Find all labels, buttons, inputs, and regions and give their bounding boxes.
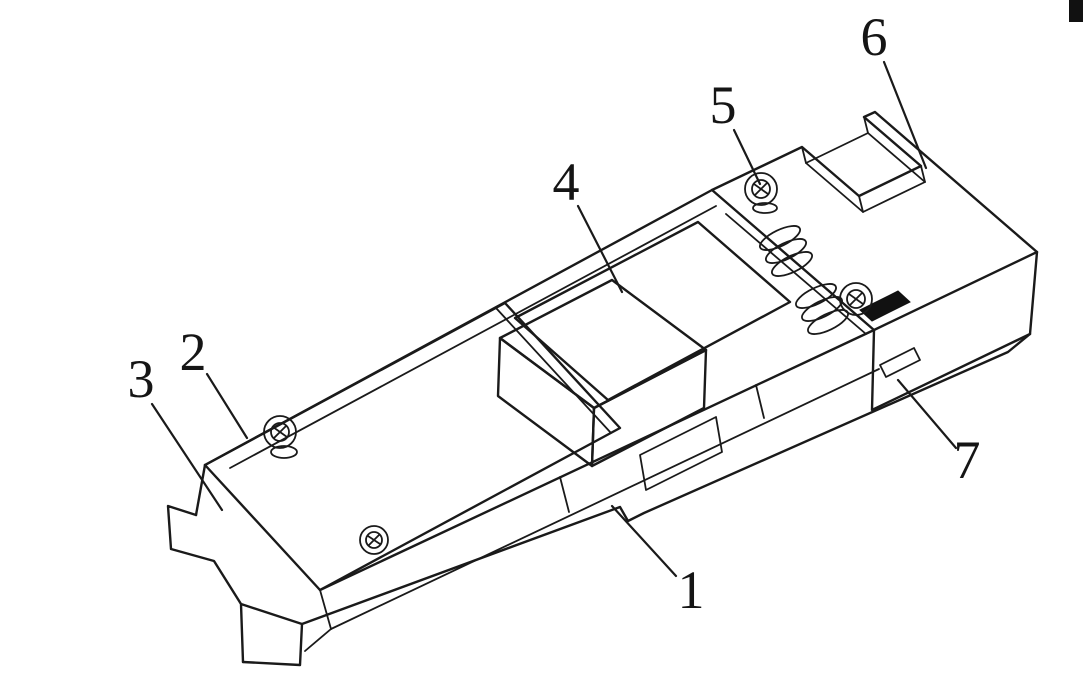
- module-assembly-drawing: [166, 110, 1039, 667]
- front-rim-edge: [318, 328, 876, 592]
- screw-left-upper: [263, 415, 298, 459]
- screw-inner-ring: [365, 531, 383, 549]
- spring-coil: [795, 283, 837, 309]
- spring-coil: [765, 238, 807, 264]
- base-left-face-line: [304, 628, 332, 652]
- callout-3-leader: [150, 402, 224, 512]
- screw-outer-ring: [263, 415, 297, 449]
- callout-5-leader: [732, 128, 762, 186]
- back-top-edge-inner-lip: [229, 205, 717, 469]
- screw-cross-mark: [367, 534, 381, 546]
- center-block-left-face: [496, 336, 596, 468]
- callout-7-leader: [896, 378, 958, 450]
- callout-leaders: [150, 60, 958, 578]
- callout-2-leader: [205, 372, 249, 440]
- callout-labels: 1 2 3 4 5 6 7: [128, 7, 981, 620]
- screw-cross-mark: [753, 182, 769, 196]
- front-band-recess: [639, 416, 723, 491]
- spring-coil: [759, 225, 801, 251]
- slot-shadow-fill: [859, 290, 911, 322]
- flat-top-surface: [513, 220, 792, 402]
- callout-4-leader: [576, 204, 624, 294]
- callout-5-label: 5: [710, 75, 737, 135]
- cropped-edge-artifact: [1069, 0, 1083, 22]
- callout-1-label: 1: [678, 560, 705, 620]
- front-band-lower-edge: [330, 368, 880, 630]
- end-housing-right-face: [870, 250, 1039, 412]
- screw-washer: [752, 202, 778, 214]
- callout-7-label: 7: [954, 430, 981, 490]
- base-bottom-silhouette: [241, 332, 1032, 667]
- callout-4-label: 4: [553, 152, 580, 212]
- screw-outer-ring: [839, 282, 873, 316]
- base-left-foot-tabs: [166, 504, 304, 664]
- end-housing-top-face: [710, 110, 1039, 332]
- screw-washer: [270, 445, 298, 459]
- screw-inner-ring: [751, 179, 771, 199]
- cover-plate: [203, 301, 622, 592]
- callout-2-label: 2: [180, 322, 207, 382]
- screw-right-upper: [744, 172, 778, 214]
- end-housing-cavity-line: [725, 213, 867, 335]
- screw-outer-ring: [744, 172, 778, 206]
- spring-coil: [807, 309, 849, 335]
- callout-6-label: 6: [861, 7, 888, 67]
- screw-right-lower: [839, 282, 873, 316]
- screw-cross-mark: [848, 292, 864, 306]
- spring-coil: [801, 296, 843, 322]
- center-block-top: [498, 278, 708, 410]
- end-housing-notch-edges: [801, 116, 926, 213]
- coil-spring-lower: [795, 283, 849, 335]
- callout-6-leader: [882, 60, 928, 170]
- callout-1-leader: [610, 504, 678, 578]
- screw-cross-mark: [272, 425, 288, 439]
- spring-coil: [771, 251, 813, 277]
- front-band-ticks: [319, 384, 765, 630]
- center-block-front-face: [590, 348, 708, 468]
- coil-spring-upper: [759, 225, 813, 277]
- screw-left-lower: [359, 525, 389, 555]
- callout-3-label: 3: [128, 349, 155, 409]
- latch-slot: [879, 347, 921, 378]
- screw-inner-ring: [846, 289, 866, 309]
- screw-outer-ring: [359, 525, 389, 555]
- base-left-wall: [194, 463, 207, 517]
- screw-inner-ring: [270, 422, 290, 442]
